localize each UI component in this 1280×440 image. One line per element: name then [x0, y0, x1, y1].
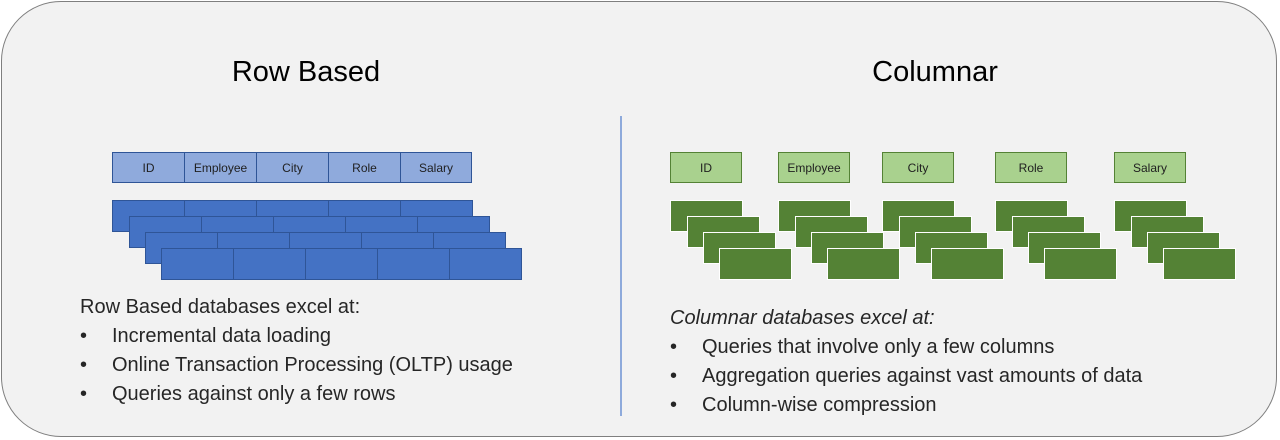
list-item: • Column-wise compression — [670, 391, 1142, 420]
columnar-title: Columnar — [872, 56, 998, 88]
list-item: • Aggregation queries against vast amount… — [670, 362, 1142, 391]
row-record-cell — [161, 248, 234, 280]
bullet-dot: • — [80, 325, 88, 347]
column-header-cell-id: ID — [670, 152, 742, 183]
columnar-description: Columnar databases excel at: • Queries th… — [670, 304, 1142, 420]
row-based-description: Row Based databases excel at: • Increment… — [80, 293, 513, 409]
row-header-cell-role: Role — [328, 152, 401, 183]
row-header-cell-employee: Employee — [184, 152, 257, 183]
row-based-bullet-list: • Incremental data loading • Online Transa… — [80, 322, 513, 409]
row-based-title: Row Based — [231, 56, 381, 88]
row-record-cell — [233, 248, 306, 280]
row-record-cell — [449, 248, 522, 280]
column-header-cell-salary: Salary — [1114, 152, 1186, 183]
column-header-cell-employee: Employee — [778, 152, 850, 183]
row-record-cell — [377, 248, 450, 280]
bullet-dot: • — [80, 354, 88, 376]
bullet-text: Aggregation queries against vast amounts… — [702, 365, 1143, 387]
list-item: • Queries that involve only a few columns — [670, 333, 1142, 362]
column-record-cell — [1163, 248, 1236, 280]
column-record-cell — [719, 248, 792, 280]
row-header-cell-city: City — [256, 152, 329, 183]
bullet-dot: • — [670, 394, 678, 416]
columnar-bullet-list: • Queries that involve only a few columns… — [670, 333, 1142, 420]
row-record-cell — [305, 248, 378, 280]
column-record-cell — [827, 248, 900, 280]
bullet-text: Column-wise compression — [702, 394, 937, 416]
bullet-text: Queries against only a few rows — [112, 383, 396, 405]
bullet-text: Queries that involve only a few columns — [702, 336, 1055, 358]
row-header-cell-salary: Salary — [400, 152, 472, 183]
bullet-text: Incremental data loading — [112, 325, 332, 347]
row-based-heading: Row Based databases excel at: — [80, 296, 361, 318]
columnar-heading: Columnar databases excel at: — [670, 307, 935, 329]
column-header-cell-city: City — [882, 152, 954, 183]
bullet-dot: • — [670, 365, 678, 387]
column-header-cell-role: Role — [995, 152, 1067, 183]
list-item: • Online Transaction Processing (OLTP) us… — [80, 351, 513, 380]
section-divider — [620, 116, 622, 416]
column-record-cell — [931, 248, 1004, 280]
list-item: • Queries against only a few rows — [80, 380, 513, 409]
list-item: • Incremental data loading — [80, 322, 513, 351]
column-record-cell — [1044, 248, 1117, 280]
bullet-dot: • — [670, 336, 678, 358]
row-header-cell-id: ID — [112, 152, 185, 183]
bullet-text: Online Transaction Processing (OLTP) usa… — [112, 354, 513, 376]
bullet-dot: • — [80, 383, 88, 405]
